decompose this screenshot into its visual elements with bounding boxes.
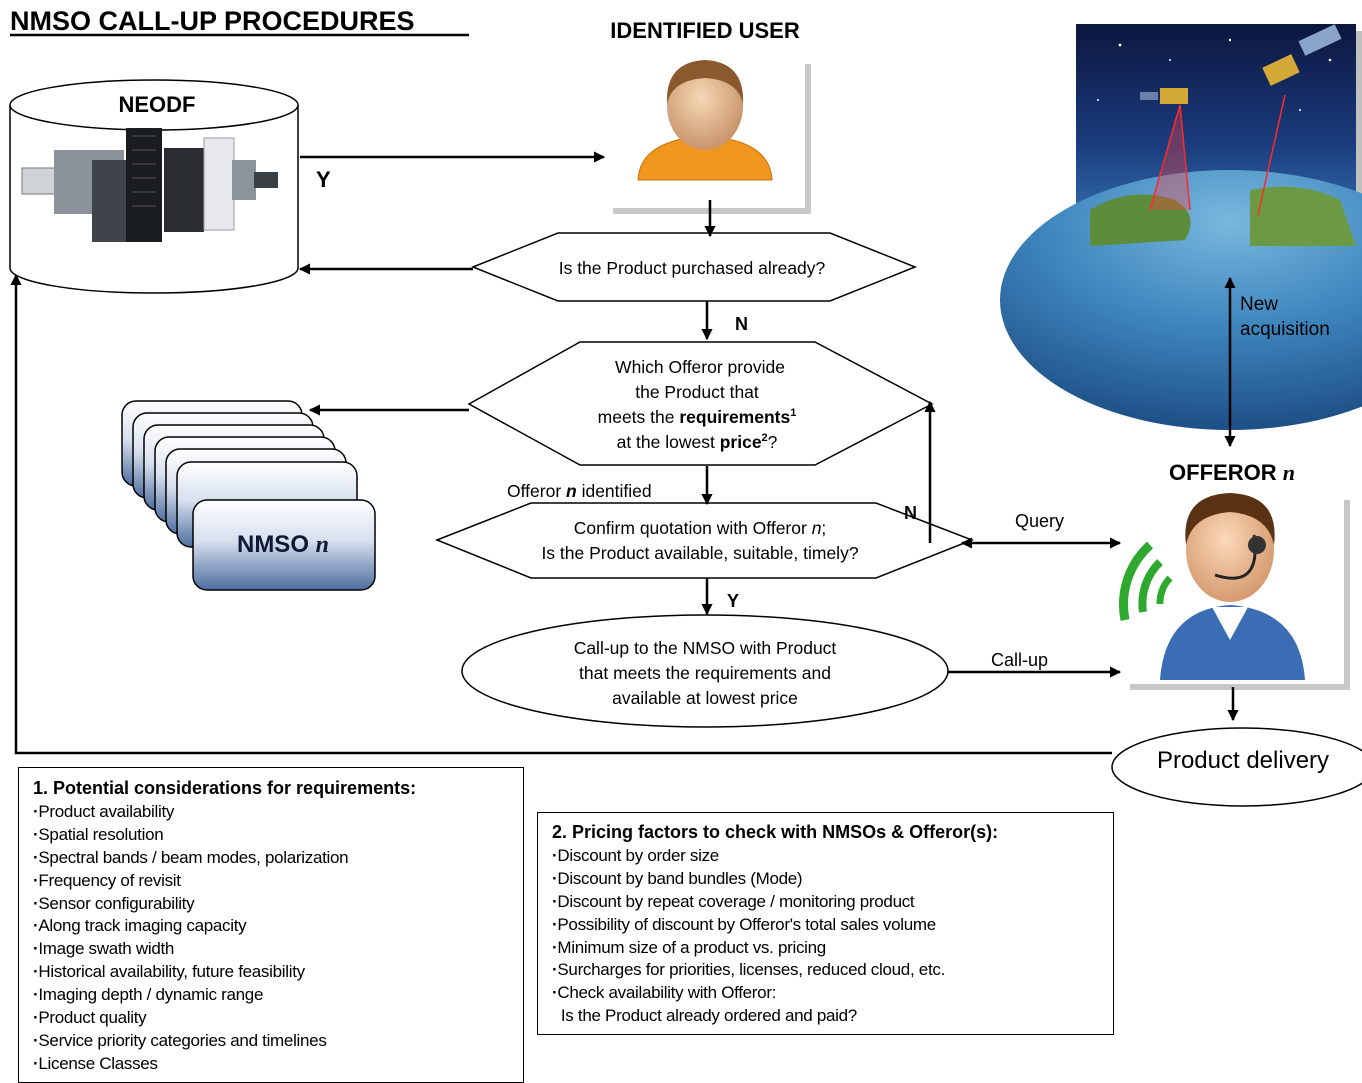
pricing-item-continuation: Is the Product already ordered and paid?	[560, 1006, 857, 1026]
offeror-title-n: n	[1283, 460, 1295, 485]
which-offeror-line4-pre: at the lowest	[617, 432, 720, 452]
callup-line3: available at lowest price	[612, 688, 798, 708]
svg-text:meets the requirements1: meets the requirements1	[598, 407, 797, 427]
requirement-item: Spectral bands / beam modes, polarizatio…	[33, 847, 523, 870]
decision-product-purchased-text: Is the Product purchased already?	[559, 258, 826, 278]
confirm-line1-post: ;	[821, 518, 826, 538]
callup-line1: Call-up to the NMSO with Product	[574, 638, 837, 658]
pricing-heading: 2. Pricing factors to check with NMSOs &…	[552, 822, 999, 842]
new-acquisition-line1: New	[1240, 294, 1278, 315]
edges	[10, 151, 1239, 755]
which-offeror-line3-pre: meets the	[598, 407, 680, 427]
svg-text:Confirm quotation with Offeror: Confirm quotation with Offeror n;	[574, 518, 827, 538]
svg-text:NMSO n: NMSO n	[237, 531, 329, 558]
pricing-item: Minimum size of a product vs. pricing	[552, 937, 1113, 960]
which-offeror-line1: Which Offeror provide	[615, 357, 785, 377]
satellite-earth-image	[1000, 24, 1362, 430]
edge-label-n-confirm: N	[904, 503, 917, 523]
pricing-item: Possibility of discount by Offeror's tot…	[552, 914, 1113, 937]
requirement-item: Service priority categories and timeline…	[33, 1030, 523, 1053]
edge-label-query: Query	[1015, 511, 1064, 531]
requirement-item: License Classes	[33, 1053, 523, 1076]
requirement-item: Imaging depth / dynamic range	[33, 984, 523, 1007]
pricing-item: Check availability with Offeror:	[552, 982, 1113, 1005]
offeror-node[interactable]	[1119, 493, 1350, 690]
svg-text:Which Offeror provide: Which Offeror provide	[615, 357, 785, 377]
identified-user-node[interactable]	[607, 58, 811, 214]
neodf-label: NEODF	[119, 92, 196, 117]
nmso-stack[interactable]: NMSO n	[121, 400, 376, 591]
nmso-label-pre: NMSO	[237, 531, 316, 558]
requirement-item: Spatial resolution	[33, 824, 523, 847]
confirm-line2: Is the Product available, suitable, time…	[541, 543, 858, 563]
pricing-item: Discount by order size	[552, 845, 1113, 868]
pricing-item: Discount by band bundles (Mode)	[552, 868, 1113, 891]
svg-text:at the lowest price2?: at the lowest price2?	[617, 432, 778, 452]
requirement-item: Product quality	[33, 1007, 523, 1030]
server-hardware-icon	[21, 128, 278, 242]
pricing-notes-box: 2. Pricing factors to check with NMSOs &…	[537, 812, 1114, 1035]
svg-text:the Product that: the Product that	[635, 382, 759, 402]
new-acquisition-line2: acquisition	[1240, 319, 1330, 340]
which-offeror-line2: the Product that	[635, 382, 759, 402]
user-avatar-icon	[637, 60, 773, 181]
offeror-identified-pre: Offeror	[507, 481, 566, 501]
product-delivery-label: Product delivery	[1157, 747, 1329, 774]
decision-product-purchased[interactable]: Is the Product purchased already?	[470, 232, 918, 302]
pricing-item: Surcharges for priorities, licenses, red…	[552, 959, 1113, 982]
offeror-identified-n: n	[566, 481, 577, 501]
requirement-item: Product availability	[33, 801, 523, 824]
requirement-item: Along track imaging capacity	[33, 915, 523, 938]
which-offeror-sup1: 1	[790, 407, 796, 419]
decision-confirm-quotation[interactable]: Confirm quotation with Offeror n; Is the…	[434, 502, 975, 579]
requirements-notes-box: 1. Potential considerations for requirem…	[18, 767, 524, 1083]
requirement-item: Image swath width	[33, 938, 523, 961]
edge-delivery-loop-to-neodf	[10, 273, 1112, 755]
edge-label-n-purchased: N	[735, 314, 748, 334]
pricing-list: Discount by order size Discount by band …	[552, 845, 1113, 1028]
requirement-item: Sensor configurability	[33, 893, 523, 916]
requirements-heading: 1. Potential considerations for requirem…	[33, 778, 417, 798]
decision-which-offeror[interactable]: Which Offeror provide the Product that m…	[467, 341, 934, 466]
which-offeror-sup2: 2	[762, 432, 768, 444]
neodf-database[interactable]: NEODF	[9, 79, 299, 294]
offeror-identified-post: identified	[577, 481, 652, 501]
svg-text:Offeror n identified: Offeror n identified	[507, 481, 652, 501]
requirement-item: Historical availability, future feasibil…	[33, 961, 523, 984]
edge-label-y-top: Y	[316, 167, 331, 192]
product-delivery-node[interactable]: Product delivery	[1111, 727, 1362, 807]
offeror-title-pre: OFFEROR	[1169, 460, 1283, 485]
identified-user-title: IDENTIFIED USER	[610, 18, 800, 43]
which-offeror-requirements: requirements	[679, 407, 790, 427]
pricing-item: Discount by repeat coverage / monitoring…	[552, 891, 1113, 914]
callup-line2: that meets the requirements and	[579, 663, 831, 683]
callup-nmso-node[interactable]: Call-up to the NMSO with Product that me…	[461, 614, 949, 728]
which-offeror-qmark: ?	[768, 432, 778, 452]
nmso-label-n: n	[316, 532, 329, 558]
stacked-cards-icon	[121, 400, 376, 591]
edge-label-callup: Call-up	[991, 650, 1048, 670]
call-center-operator-icon	[1119, 493, 1305, 680]
requirements-list: Product availability Spatial resolution …	[33, 801, 523, 1076]
requirement-item: Frequency of revisit	[33, 870, 523, 893]
edge-label-y-confirm: Y	[727, 591, 739, 611]
svg-text:OFFEROR n: OFFEROR n	[1169, 460, 1295, 485]
page-title: NMSO CALL-UP PROCEDURES	[10, 6, 415, 36]
confirm-line1-n: n	[812, 518, 822, 538]
which-offeror-price: price	[720, 432, 762, 452]
confirm-line1-pre: Confirm quotation with Offeror	[574, 518, 812, 538]
